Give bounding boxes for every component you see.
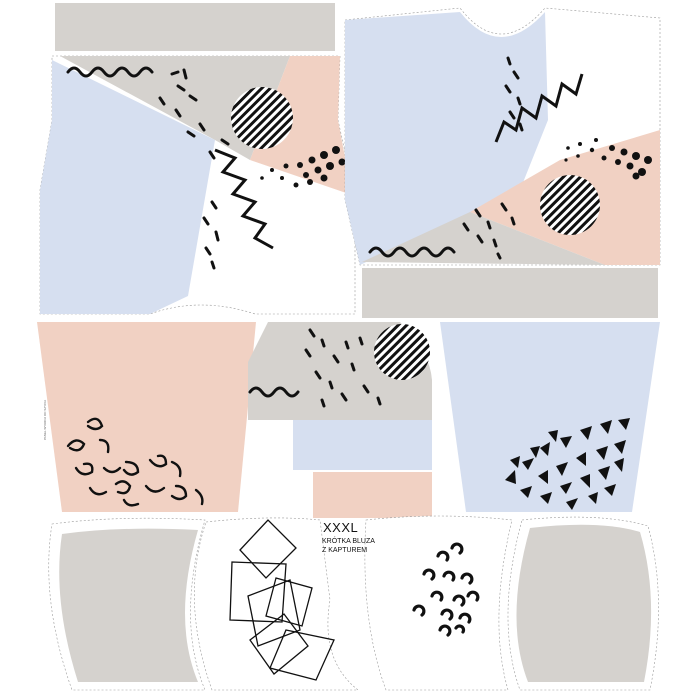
zigzag-icon bbox=[214, 148, 274, 250]
left-sleeve-panel bbox=[37, 322, 256, 512]
description-line: KRÓTKA BLUZA bbox=[322, 538, 375, 545]
dots-icon bbox=[260, 146, 346, 188]
left-sleeve-shape bbox=[37, 322, 256, 512]
front-blue-area bbox=[40, 60, 215, 314]
size-label: XXXL bbox=[323, 520, 359, 535]
front-peach-area bbox=[250, 56, 352, 195]
wave-icon bbox=[248, 386, 300, 398]
wave-icon bbox=[66, 66, 154, 78]
description-line: Z KAPTUREM bbox=[322, 547, 368, 554]
hood-side-panel-left bbox=[48, 517, 206, 691]
back-blue-area bbox=[345, 12, 548, 265]
squares-icon bbox=[229, 519, 335, 681]
back-grey-area bbox=[362, 212, 605, 265]
hood-side-white-outline bbox=[194, 517, 359, 691]
hood-side-leopard-outline bbox=[364, 515, 513, 691]
description-label: KRÓTKA BLUZA Z KAPTUREM bbox=[322, 537, 382, 555]
hood-peach-strip bbox=[313, 472, 432, 518]
leopard-spots-icon bbox=[412, 542, 480, 637]
front-grey-area bbox=[60, 56, 290, 160]
right-sleeve-panel bbox=[440, 322, 660, 512]
dots-icon bbox=[564, 138, 652, 180]
front-body-panel bbox=[39, 3, 356, 315]
wave-icon bbox=[368, 246, 456, 258]
dashes-icon bbox=[158, 68, 230, 270]
dashes-icon bbox=[304, 328, 382, 408]
striped-circle-icon bbox=[231, 87, 293, 149]
zigzag-icon bbox=[494, 73, 584, 143]
back-waistband bbox=[362, 268, 658, 318]
hood-panel bbox=[248, 322, 432, 518]
striped-circle-icon bbox=[374, 324, 430, 380]
hood-side-panel-leopard bbox=[364, 515, 513, 691]
hood-side-left-fill bbox=[59, 528, 198, 682]
hood-side-panel-right bbox=[507, 516, 659, 691]
hood-side-panel-white bbox=[194, 517, 359, 691]
dashes-icon bbox=[462, 56, 524, 260]
back-body-panel bbox=[344, 7, 661, 318]
hood-side-right-fill bbox=[516, 524, 652, 682]
striped-circle-icon bbox=[540, 175, 600, 235]
triangles-icon bbox=[505, 418, 630, 510]
front-waistband bbox=[55, 3, 335, 51]
side-vertical-text: PANEL WYKROJ DO SZYCIA bbox=[43, 399, 47, 440]
hood-blue-strip bbox=[293, 420, 432, 470]
right-sleeve-shape bbox=[440, 322, 660, 512]
swirl-icon bbox=[66, 417, 204, 507]
